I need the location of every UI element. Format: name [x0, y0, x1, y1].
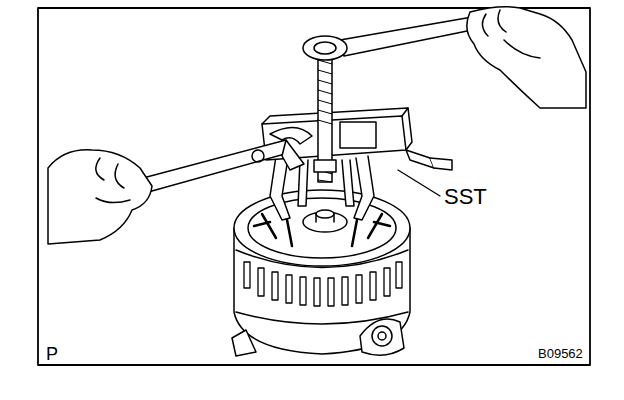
leader-line: [398, 170, 440, 196]
puller-tool: [262, 46, 452, 220]
alternator: [232, 190, 410, 356]
box-wrench: [303, 16, 482, 60]
right-hand: [467, 7, 586, 108]
adjustable-wrench: [128, 127, 312, 196]
left-hand: [48, 150, 152, 244]
view-letter: P: [46, 345, 58, 363]
tool-label: SST: [444, 186, 487, 208]
figure-number: B09562: [538, 347, 583, 360]
